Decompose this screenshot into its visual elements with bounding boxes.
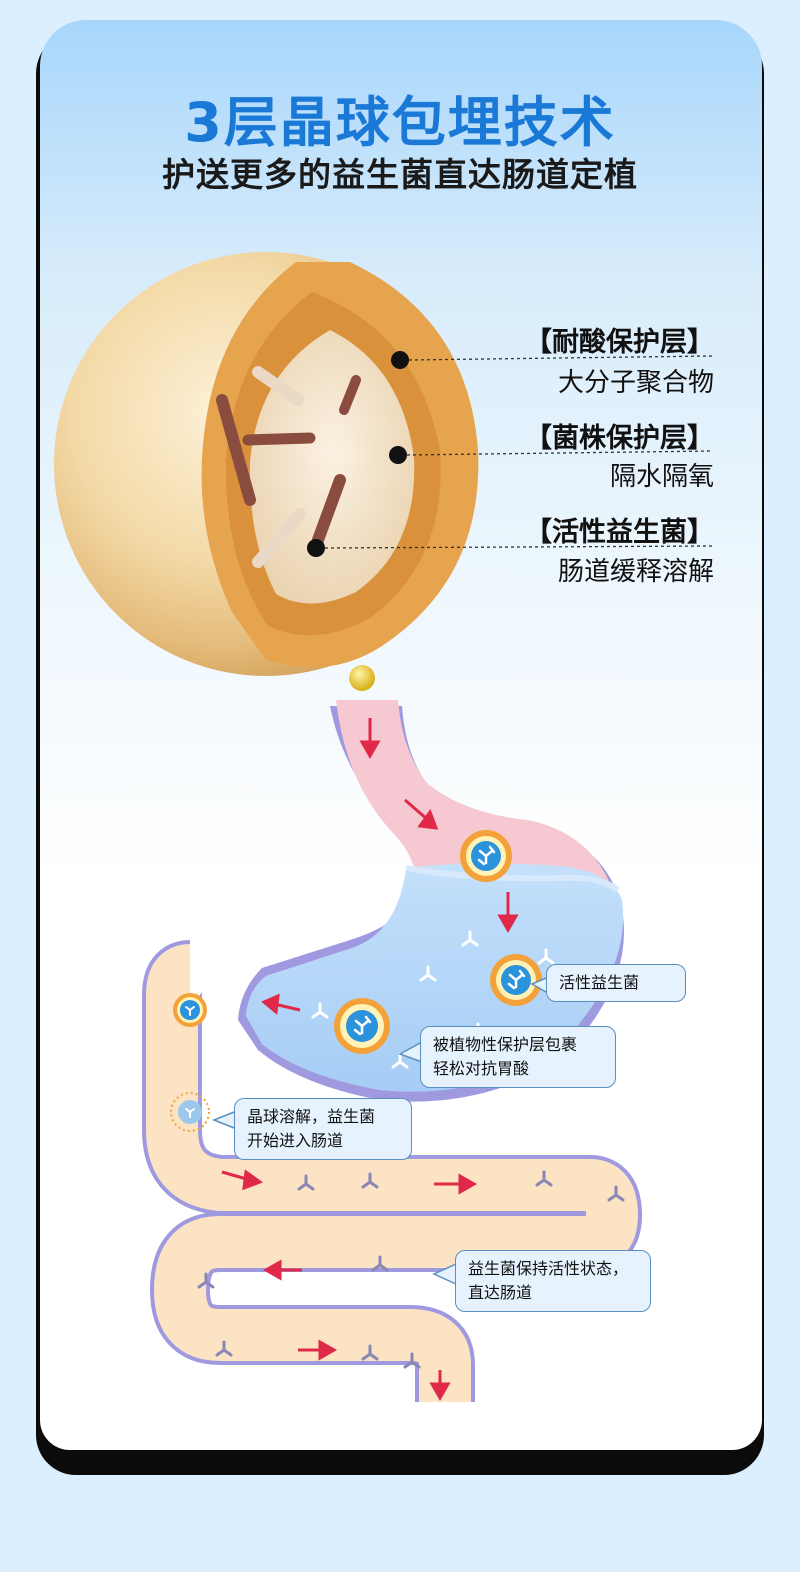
flow-arrows (221, 718, 519, 1402)
capsule-4 (173, 993, 207, 1027)
callout-dissolve: 晶球溶解，益生菌 开始进入肠道 (234, 1098, 412, 1160)
arrow-right-2 (434, 1173, 478, 1195)
capsule-dissolving (170, 1092, 210, 1132)
callout-plant-protection: 被植物性保护层包裹 轻松对抗胃酸 (420, 1026, 616, 1088)
arrow-down-3 (429, 1370, 451, 1402)
callout-protect-line2: 轻松对抗胃酸 (433, 1059, 530, 1078)
leader-line-1 (408, 355, 713, 361)
callout-protect-line1: 被植物性保护层包裹 (433, 1035, 578, 1054)
leader-dot-1 (391, 351, 409, 369)
capsule-2 (490, 954, 542, 1006)
capsule-3 (334, 998, 390, 1054)
callout-pointers (211, 977, 547, 1285)
leader-dot-3 (307, 539, 325, 557)
arrow-down-1 (359, 718, 381, 760)
page-title: 3层晶球包埋技术 (184, 91, 616, 154)
layer-desc-acid: 大分子聚合物 (557, 368, 714, 398)
arrow-diag (404, 798, 439, 830)
leader-line-2 (406, 450, 713, 456)
layer-title-probiotic: 【活性益生菌】 (525, 517, 714, 548)
callout-dissolve-line1: 晶球溶解，益生菌 (247, 1107, 376, 1126)
callout-dissolve-line2: 开始进入肠道 (247, 1131, 344, 1150)
layer-title-acid: 【耐酸保护层】 (525, 327, 714, 358)
arrow-down-2 (497, 892, 519, 934)
arrow-right-1 (221, 1169, 264, 1191)
callout-keep-active: 益生菌保持活性状态， 直达肠道 (455, 1250, 651, 1312)
arrow-right-3 (298, 1339, 338, 1361)
callout-active-probiotic: 活性益生菌 (546, 964, 686, 1002)
callout-active-text: 活性益生菌 (559, 973, 640, 992)
leader-dot-2 (389, 446, 407, 464)
callout-keep-line2: 直达肠道 (468, 1283, 533, 1302)
probiotic-pellet (349, 665, 375, 691)
layer-desc-probiotic: 肠道缓释溶解 (557, 557, 714, 587)
layer-title-strain: 【菌株保护层】 (525, 423, 714, 454)
capsule-1 (460, 830, 512, 882)
intestine-bacteria-group (197, 1170, 625, 1369)
arrow-left-2 (262, 1259, 302, 1281)
capsules (170, 830, 542, 1132)
callout-keep-line1: 益生菌保持活性状态， (468, 1259, 629, 1278)
page-subtitle: 护送更多的益生菌直达肠道定植 (162, 155, 638, 194)
arrow-left-stomach (261, 993, 301, 1015)
layer-desc-strain: 隔水隔氧 (609, 462, 714, 492)
leader-line-3 (324, 545, 713, 549)
coated-sphere (54, 252, 713, 676)
bacteria-rods (216, 366, 361, 568)
intestine (142, 940, 642, 1402)
